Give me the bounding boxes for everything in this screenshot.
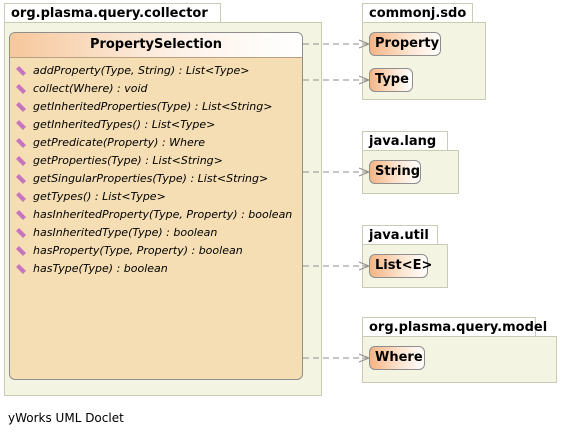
method-row[interactable]: addProperty(Type, String) : List<Type> [16, 62, 302, 80]
method-icon [16, 120, 26, 130]
method-row[interactable]: hasInheritedProperty(Type, Property) : b… [16, 206, 302, 224]
method-icon [16, 138, 26, 148]
method-row[interactable]: hasInheritedType(Type) : boolean [16, 224, 302, 242]
class-property-selection[interactable]: PropertySelection addProperty(Type, Stri… [9, 32, 303, 380]
method-signature: getPredicate(Property) : Where [33, 136, 206, 149]
method-icon [16, 102, 26, 112]
method-signature: hasProperty(Type, Property) : boolean [33, 244, 243, 257]
method-row[interactable]: getPredicate(Property) : Where [16, 134, 302, 152]
method-signature: addProperty(Type, String) : List<Type> [33, 64, 250, 77]
method-row[interactable]: getTypes() : List<Type> [16, 188, 302, 206]
footer-credit: yWorks UML Doclet [8, 411, 124, 425]
method-icon [16, 66, 26, 76]
method-list: addProperty(Type, String) : List<Type> co… [10, 58, 302, 278]
class-where[interactable]: Where [369, 346, 425, 370]
arrowhead-property [358, 39, 371, 49]
method-signature: getInheritedProperties(Type) : List<Stri… [33, 100, 273, 113]
method-row[interactable]: hasType(Type) : boolean [16, 260, 302, 278]
method-signature: getProperties(Type) : List<String> [33, 154, 223, 167]
class-property[interactable]: Property [369, 32, 441, 56]
method-icon [16, 210, 26, 220]
method-icon [16, 84, 26, 94]
method-row[interactable]: hasProperty(Type, Property) : boolean [16, 242, 302, 260]
method-signature: hasInheritedProperty(Type, Property) : b… [33, 208, 293, 221]
method-icon [16, 228, 26, 238]
method-row[interactable]: getSingularProperties(Type) : List<Strin… [16, 170, 302, 188]
method-signature: getInheritedTypes() : List<Type> [33, 118, 216, 131]
package-tab-java-util: java.util [362, 225, 438, 245]
package-tab-commonj-sdo: commonj.sdo [362, 3, 473, 23]
package-tab-java-lang: java.lang [362, 131, 448, 151]
class-type[interactable]: Type [369, 68, 413, 92]
method-signature: getSingularProperties(Type) : List<Strin… [33, 172, 269, 185]
method-signature: collect(Where) : void [33, 82, 148, 95]
method-icon [16, 246, 26, 256]
arrowhead-string [358, 167, 371, 177]
package-tab-collector: org.plasma.query.collector [4, 3, 221, 23]
method-row[interactable]: getInheritedTypes() : List<Type> [16, 116, 302, 134]
method-icon [16, 156, 26, 166]
arrowhead-where [358, 353, 371, 363]
arrowhead-type [358, 75, 371, 85]
method-signature: hasInheritedType(Type) : boolean [33, 226, 218, 239]
arrowhead-list [358, 261, 371, 271]
method-signature: getTypes() : List<Type> [33, 190, 166, 203]
method-signature: hasType(Type) : boolean [33, 262, 168, 275]
method-row[interactable]: getProperties(Type) : List<String> [16, 152, 302, 170]
class-name: PropertySelection [10, 33, 302, 58]
method-row[interactable]: collect(Where) : void [16, 80, 302, 98]
method-icon [16, 264, 26, 274]
class-list-e[interactable]: List<E> [369, 254, 432, 278]
method-icon [16, 174, 26, 184]
package-tab-query-model: org.plasma.query.model [362, 317, 547, 337]
method-row[interactable]: getInheritedProperties(Type) : List<Stri… [16, 98, 302, 116]
method-icon [16, 192, 26, 202]
